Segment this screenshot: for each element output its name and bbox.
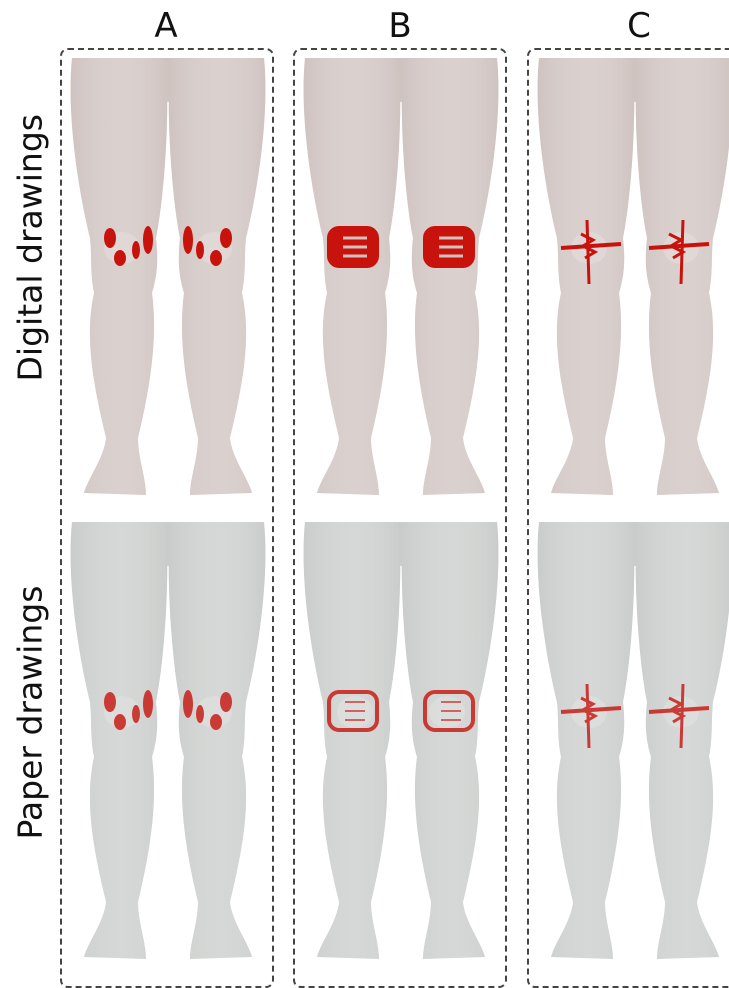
- panel-paper-c: [529, 522, 729, 962]
- legs-illustration: [529, 522, 729, 962]
- column-label-b: B: [370, 6, 430, 46]
- legs-illustration: [295, 58, 507, 498]
- legs-illustration: [529, 58, 729, 498]
- column-label-a: A: [136, 6, 196, 46]
- legs-illustration: [62, 522, 274, 962]
- panel-digital-c: [529, 58, 729, 498]
- row-label-paper: Paper drawings: [11, 640, 50, 840]
- legs-illustration: [295, 522, 507, 962]
- panel-digital-a: [62, 58, 274, 498]
- panel-paper-b: [295, 522, 507, 962]
- row-label-digital: Digital drawings: [11, 182, 50, 382]
- knee-annotation: [329, 228, 473, 266]
- panel-paper-a: [62, 522, 274, 962]
- legs-illustration: [62, 58, 274, 498]
- column-label-c: C: [609, 6, 669, 46]
- panel-digital-b: [295, 58, 507, 498]
